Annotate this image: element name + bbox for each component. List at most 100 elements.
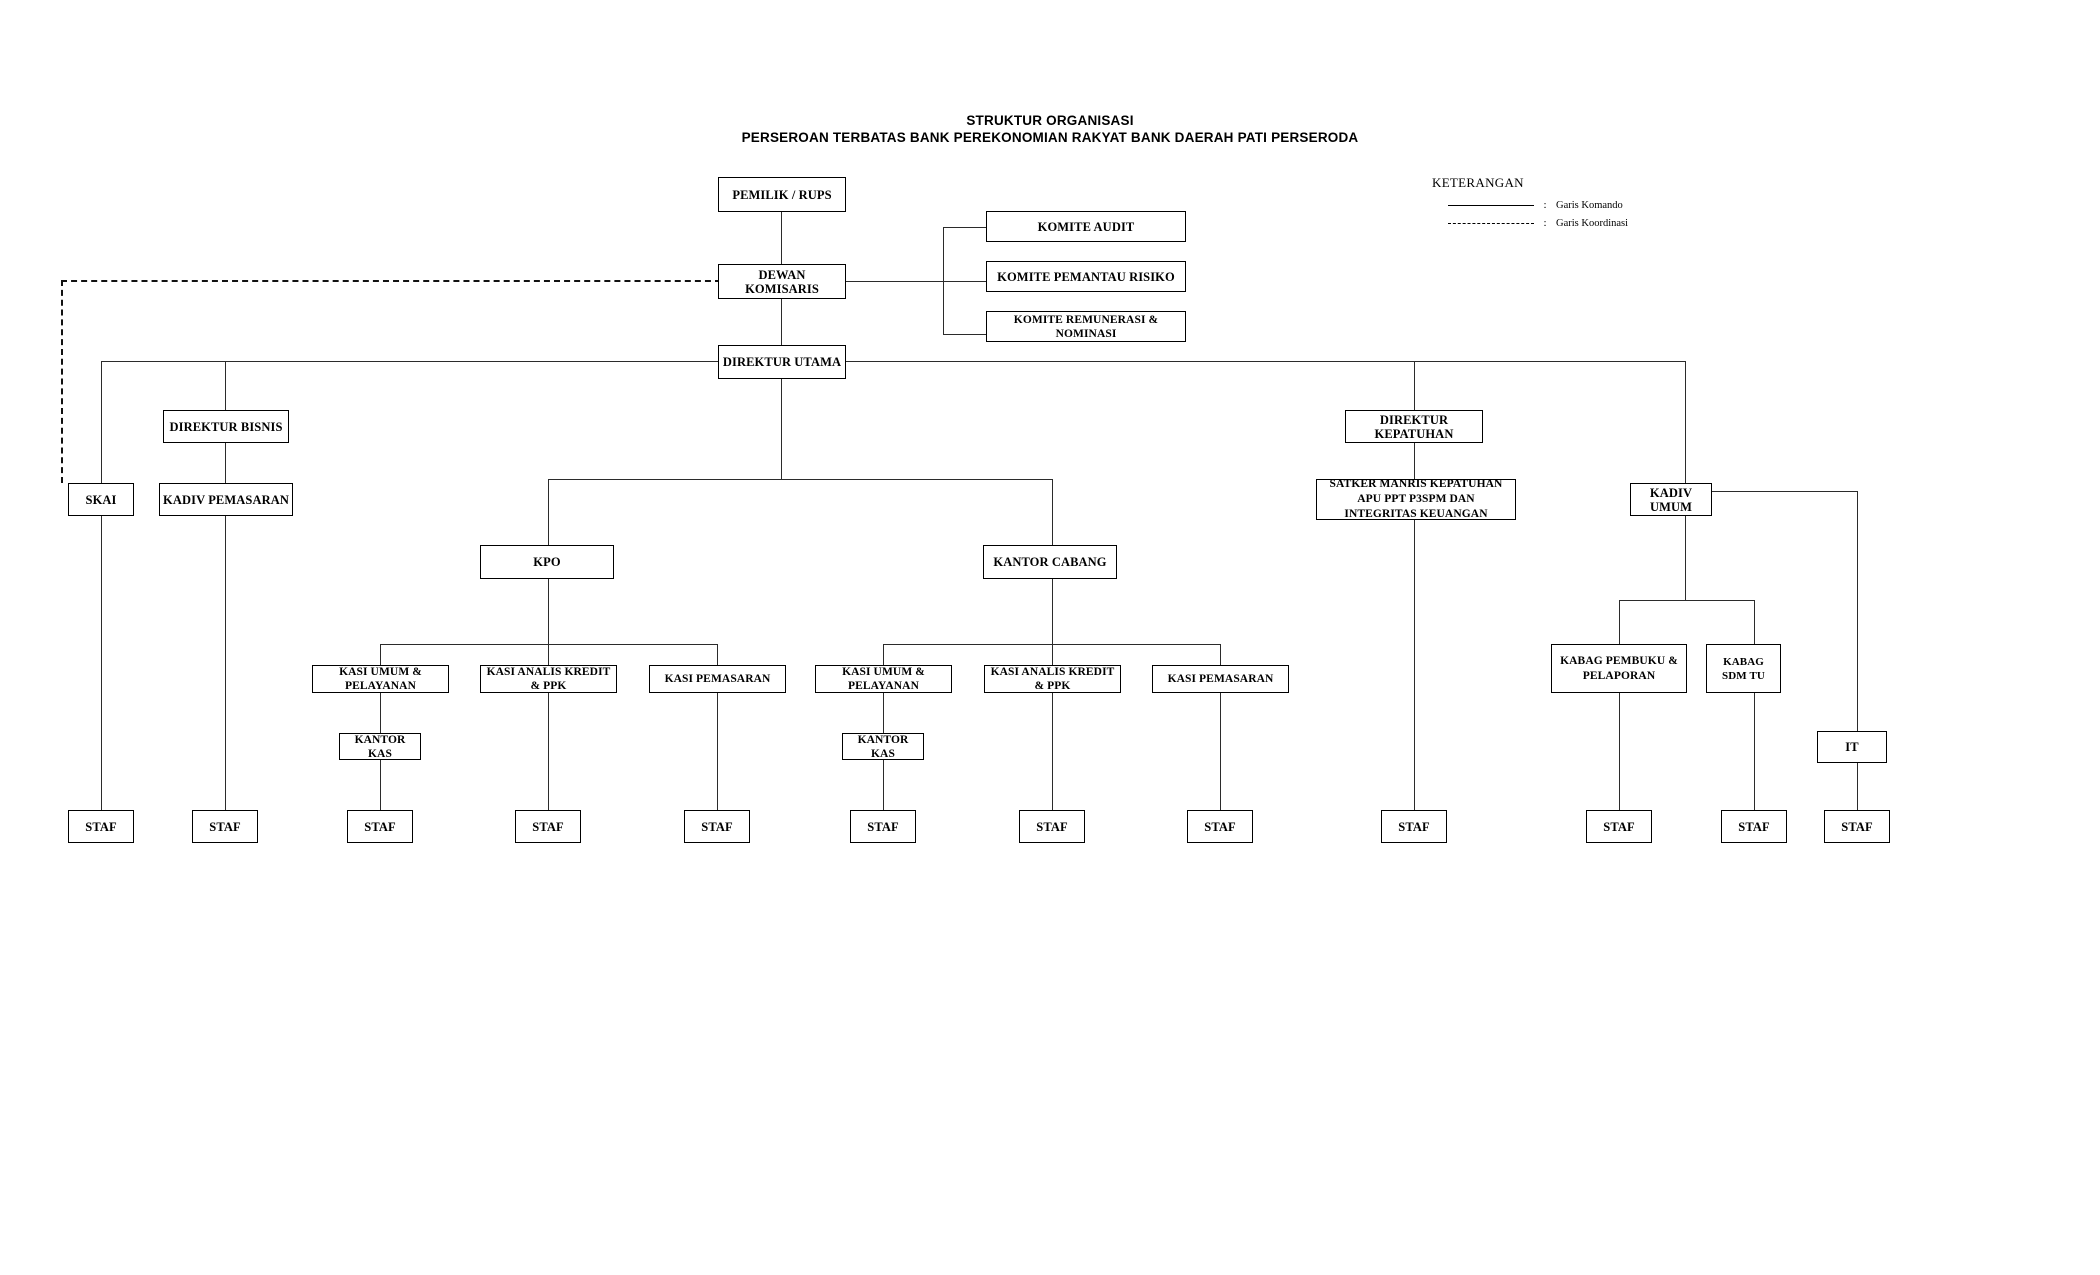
link-koordinasi-skai-vertical bbox=[61, 280, 63, 483]
node-label: STAF bbox=[867, 819, 899, 834]
node-staf-kadiv-pemasaran[interactable]: STAF bbox=[192, 810, 258, 843]
link-dirbisnis-kadivpemasaran bbox=[225, 443, 227, 483]
node-label: SKAI bbox=[85, 492, 117, 507]
node-it[interactable]: IT bbox=[1817, 731, 1887, 763]
node-kadiv-umum[interactable]: KADIV UMUM bbox=[1630, 483, 1712, 516]
node-skai[interactable]: SKAI bbox=[68, 483, 134, 516]
node-label-line-2: PELAPORAN bbox=[1582, 669, 1656, 682]
node-kc-kasi-umum-pelayanan[interactable]: KASI UMUM & PELAYANAN bbox=[815, 665, 952, 693]
link-komite-remunerasi bbox=[943, 334, 986, 336]
node-direktur-kepatuhan[interactable]: DIREKTUR KEPATUHAN bbox=[1345, 410, 1483, 443]
node-staf-kc-kredit[interactable]: STAF bbox=[1019, 810, 1085, 843]
node-label: KASI PEMASARAN bbox=[664, 673, 771, 685]
link-dirut-skai-drop bbox=[101, 361, 103, 483]
link-koordinasi-dekom-horizontal bbox=[61, 280, 721, 282]
node-staf-kc-pemasaran[interactable]: STAF bbox=[1187, 810, 1253, 843]
node-komite-remunerasi-nominasi[interactable]: KOMITE REMUNERASI & NOMINASI bbox=[986, 311, 1186, 342]
link-kadivumum-it-horizontal bbox=[1712, 491, 1858, 493]
node-komite-audit[interactable]: KOMITE AUDIT bbox=[986, 211, 1186, 242]
link-kc-kantorkas-staf bbox=[883, 760, 885, 810]
node-label: KASI ANALIS KREDIT & PPK bbox=[486, 666, 611, 692]
node-satker-manris-kepatuhan[interactable]: SATKER MANRIS KEPATUHAN APU PPT P3SPM DA… bbox=[1316, 478, 1516, 520]
node-kc-kantor-kas[interactable]: KANTOR KAS bbox=[842, 733, 924, 760]
node-kpo-kantor-kas[interactable]: KANTOR KAS bbox=[339, 733, 421, 760]
node-dewan-komisaris[interactable]: DEWAN KOMISARIS bbox=[718, 264, 846, 299]
node-staf-kpo-kredit[interactable]: STAF bbox=[515, 810, 581, 843]
link-kc-kasi-pemas-drop bbox=[1220, 644, 1222, 665]
node-direktur-bisnis[interactable]: DIREKTUR BISNIS bbox=[163, 410, 289, 443]
node-label: KABAG SDM TU bbox=[1722, 655, 1765, 682]
node-kadiv-pemasaran[interactable]: KADIV PEMASARAN bbox=[159, 483, 293, 516]
legend-item-koordinasi: : Garis Koordinasi bbox=[1432, 214, 1628, 232]
link-skai-staf bbox=[101, 483, 103, 810]
node-staf-kabag-sdm[interactable]: STAF bbox=[1721, 810, 1787, 843]
node-label-line-2: APU PPT P3SPM DAN INTEGRITAS KEUANGAN bbox=[1344, 493, 1488, 520]
node-label: IT bbox=[1845, 740, 1859, 754]
link-kpo-kasiumum-kantorkas bbox=[380, 693, 382, 733]
link-kabag-sdm-drop bbox=[1754, 600, 1756, 644]
node-kpo-kasi-pemasaran[interactable]: KASI PEMASARAN bbox=[649, 665, 786, 693]
node-label: KOMITE PEMANTAU RISIKO bbox=[997, 269, 1175, 284]
node-label: STAF bbox=[1603, 819, 1635, 834]
node-kabag-pembuku-pelaporan[interactable]: KABAG PEMBUKU & PELAPORAN bbox=[1551, 644, 1687, 693]
legend-colon-1: : bbox=[1543, 199, 1547, 211]
node-staf-kpo-umum[interactable]: STAF bbox=[347, 810, 413, 843]
link-kpo-kc-bus bbox=[548, 479, 1053, 481]
node-label: KOMITE REMUNERASI & NOMINASI bbox=[1013, 313, 1159, 340]
link-satker-staf bbox=[1414, 513, 1416, 810]
node-pemilik-rups[interactable]: PEMILIK / RUPS bbox=[718, 177, 846, 212]
node-kpo[interactable]: KPO bbox=[480, 545, 614, 579]
node-kantor-cabang[interactable]: KANTOR CABANG bbox=[983, 545, 1117, 579]
node-kc-kasi-pemasaran[interactable]: KASI PEMASARAN bbox=[1152, 665, 1289, 693]
link-kpo-down bbox=[548, 579, 550, 644]
link-kpo-kasikredit-staf bbox=[548, 693, 550, 810]
node-kabag-sdm-tu[interactable]: KABAG SDM TU bbox=[1706, 644, 1781, 693]
node-direktur-utama[interactable]: DIREKTUR UTAMA bbox=[718, 345, 846, 379]
node-staf-kabag-pembuku[interactable]: STAF bbox=[1586, 810, 1652, 843]
link-dirut-bus bbox=[101, 361, 1686, 363]
node-label: KANTOR KAS bbox=[354, 733, 406, 760]
node-komite-pemantau-risiko[interactable]: KOMITE PEMANTAU RISIKO bbox=[986, 261, 1186, 292]
node-label-line-1: KABAG PEMBUKU & bbox=[1560, 654, 1678, 667]
node-staf-it[interactable]: STAF bbox=[1824, 810, 1890, 843]
link-kabagsdm-staf bbox=[1754, 693, 1756, 810]
node-label: STAF bbox=[364, 819, 396, 834]
link-kpo-kasi-pemas-drop bbox=[717, 644, 719, 665]
node-staf-kc-umum[interactable]: STAF bbox=[850, 810, 916, 843]
node-label: KASI UMUM & PELAYANAN bbox=[339, 666, 422, 692]
link-kpo-kasi-kredit-drop bbox=[548, 644, 550, 665]
node-label-line-1: SATKER MANRIS KEPATUHAN bbox=[1329, 478, 1503, 490]
node-label: KANTOR CABANG bbox=[993, 555, 1107, 569]
node-kpo-kasi-umum-pelayanan[interactable]: KASI UMUM & PELAYANAN bbox=[312, 665, 449, 693]
link-komite-risiko bbox=[943, 281, 986, 283]
link-kc-kasi-bus bbox=[883, 644, 1220, 646]
link-komite-audit bbox=[943, 227, 986, 229]
node-staf-kpo-pemasaran[interactable]: STAF bbox=[684, 810, 750, 843]
legend-item-komando: : Garis Komando bbox=[1432, 196, 1628, 214]
node-label: STAF bbox=[209, 819, 241, 834]
node-kpo-kasi-analis-kredit-ppk[interactable]: KASI ANALIS KREDIT & PPK bbox=[480, 665, 617, 693]
node-label: STAF bbox=[85, 819, 117, 834]
link-dirut-center-drop bbox=[781, 379, 783, 480]
node-staf-satker[interactable]: STAF bbox=[1381, 810, 1447, 843]
legend-label-komando: Garis Komando bbox=[1556, 199, 1623, 211]
link-dirut-left-stub bbox=[101, 361, 721, 363]
node-kc-kasi-analis-kredit-ppk[interactable]: KASI ANALIS KREDIT & PPK bbox=[984, 665, 1121, 693]
legend: KETERANGAN : Garis Komando : Garis Koord… bbox=[1432, 175, 1628, 232]
node-label: DIREKTUR UTAMA bbox=[722, 355, 842, 369]
node-label: DEWAN KOMISARIS bbox=[745, 267, 819, 296]
node-staf-skai[interactable]: STAF bbox=[68, 810, 134, 843]
link-dirut-dirbisnis-drop bbox=[225, 361, 227, 418]
link-kadivumum-kabag-bus bbox=[1619, 600, 1755, 602]
node-label: DIREKTUR KEPATUHAN bbox=[1374, 412, 1454, 441]
link-kc-kasi-kredit-drop bbox=[1052, 644, 1054, 665]
node-label: KASI UMUM & PELAYANAN bbox=[842, 666, 925, 692]
node-label: STAF bbox=[1738, 819, 1770, 834]
link-dirkepatuhan-satker bbox=[1414, 443, 1416, 479]
link-kantorcabang-down bbox=[1052, 579, 1054, 644]
link-kabag-pembuku-drop bbox=[1619, 600, 1621, 644]
legend-heading: KETERANGAN bbox=[1432, 175, 1524, 190]
link-kc-kasi-umum-drop bbox=[883, 644, 885, 665]
legend-solid-line-sample bbox=[1448, 204, 1534, 206]
